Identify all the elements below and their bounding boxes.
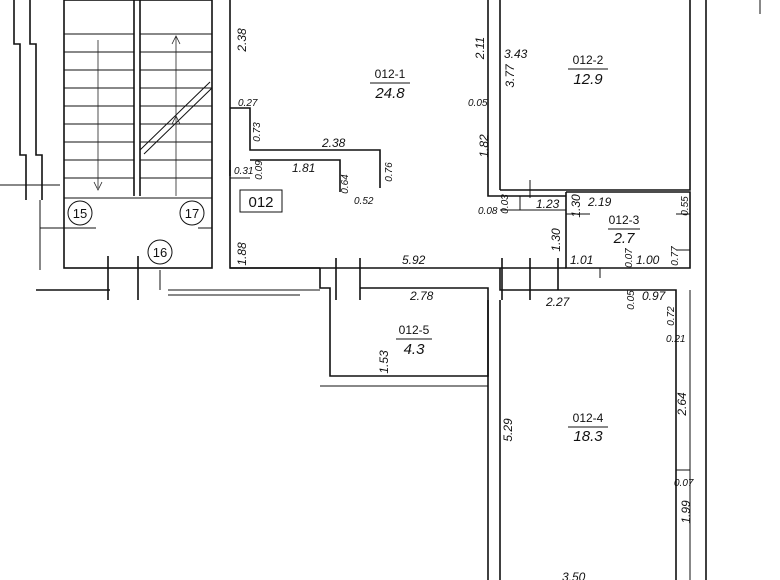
svg-text:0.27: 0.27 xyxy=(238,98,258,109)
svg-text:0.03: 0.03 xyxy=(500,194,511,214)
svg-text:0.97: 0.97 xyxy=(642,289,667,303)
stair-marker-17: 17 xyxy=(179,200,205,226)
svg-text:2.64: 2.64 xyxy=(675,392,689,417)
svg-text:0.05: 0.05 xyxy=(468,98,488,109)
svg-text:4.3: 4.3 xyxy=(404,341,426,358)
svg-text:0.21: 0.21 xyxy=(666,334,685,345)
svg-text:5.29: 5.29 xyxy=(501,418,515,442)
svg-text:5.92: 5.92 xyxy=(402,253,426,267)
svg-text:3.43: 3.43 xyxy=(504,47,528,61)
room-012-1: 012-1 24.8 xyxy=(370,67,410,102)
svg-text:012-2: 012-2 xyxy=(573,53,604,67)
svg-text:1.30: 1.30 xyxy=(549,228,563,252)
svg-text:0.07: 0.07 xyxy=(674,478,694,489)
apartment-label: 012 xyxy=(239,189,283,213)
room-012-2: 012-2 12.9 xyxy=(568,53,608,88)
svg-text:3.77: 3.77 xyxy=(503,63,517,88)
svg-text:0.76: 0.76 xyxy=(384,162,395,182)
svg-text:012-1: 012-1 xyxy=(375,67,406,81)
svg-text:2.19: 2.19 xyxy=(587,195,612,209)
svg-text:0.05: 0.05 xyxy=(626,290,637,310)
svg-text:2.7: 2.7 xyxy=(613,230,636,247)
svg-text:2.38: 2.38 xyxy=(321,136,346,150)
svg-text:1.30: 1.30 xyxy=(569,194,583,218)
arrow-up-icon xyxy=(171,35,181,45)
svg-text:1.00: 1.00 xyxy=(636,253,660,267)
svg-text:1.81: 1.81 xyxy=(292,161,315,175)
arrow-up-icon xyxy=(171,115,181,125)
arrow-down-icon xyxy=(93,181,103,191)
svg-text:1.99: 1.99 xyxy=(679,500,693,524)
stair-treads-left xyxy=(64,33,134,179)
svg-text:15: 15 xyxy=(73,206,87,221)
svg-text:0.55: 0.55 xyxy=(680,196,691,216)
svg-text:1.53: 1.53 xyxy=(377,350,391,374)
svg-text:0.31: 0.31 xyxy=(234,166,253,177)
stair-marker-15: 15 xyxy=(67,200,93,226)
svg-text:0.72: 0.72 xyxy=(666,306,677,326)
svg-text:012: 012 xyxy=(248,194,273,211)
dimension-labels: 2.38 0.27 0.73 2.38 0.31 0.09 1.81 0.64 … xyxy=(234,28,694,580)
svg-text:24.8: 24.8 xyxy=(374,85,405,102)
left-neighbour-walls xyxy=(0,0,110,291)
svg-text:0.07: 0.07 xyxy=(624,248,635,268)
svg-text:3.50: 3.50 xyxy=(562,570,586,580)
stair-marker-16: 16 xyxy=(147,239,173,265)
svg-text:18.3: 18.3 xyxy=(573,428,603,445)
svg-text:2.78: 2.78 xyxy=(409,289,434,303)
room-012-4: 012-4 18.3 xyxy=(568,411,608,445)
svg-text:1.82: 1.82 xyxy=(477,134,491,158)
svg-text:16: 16 xyxy=(153,245,167,260)
svg-text:0.09: 0.09 xyxy=(254,160,265,180)
svg-text:0.77: 0.77 xyxy=(670,246,681,266)
svg-text:012-4: 012-4 xyxy=(573,411,604,425)
svg-text:17: 17 xyxy=(185,206,199,221)
svg-text:1.88: 1.88 xyxy=(235,242,249,266)
svg-text:0.64: 0.64 xyxy=(340,174,351,194)
svg-text:1.23: 1.23 xyxy=(536,197,560,211)
room-012-3: 012-3 2.7 xyxy=(608,213,640,247)
svg-text:012-5: 012-5 xyxy=(399,323,430,337)
svg-text:2.38: 2.38 xyxy=(235,28,249,53)
svg-text:0.52: 0.52 xyxy=(354,196,374,207)
svg-text:0.73: 0.73 xyxy=(252,122,263,142)
svg-text:0.08: 0.08 xyxy=(478,206,498,217)
apartment-walls xyxy=(168,0,761,580)
svg-text:012-3: 012-3 xyxy=(609,213,640,227)
svg-text:2.27: 2.27 xyxy=(545,295,571,309)
svg-text:2.11: 2.11 xyxy=(473,37,487,60)
svg-text:12.9: 12.9 xyxy=(573,71,603,88)
room-012-5: 012-5 4.3 xyxy=(396,323,432,358)
svg-text:1.01: 1.01 xyxy=(570,253,593,267)
staircase xyxy=(63,0,213,300)
